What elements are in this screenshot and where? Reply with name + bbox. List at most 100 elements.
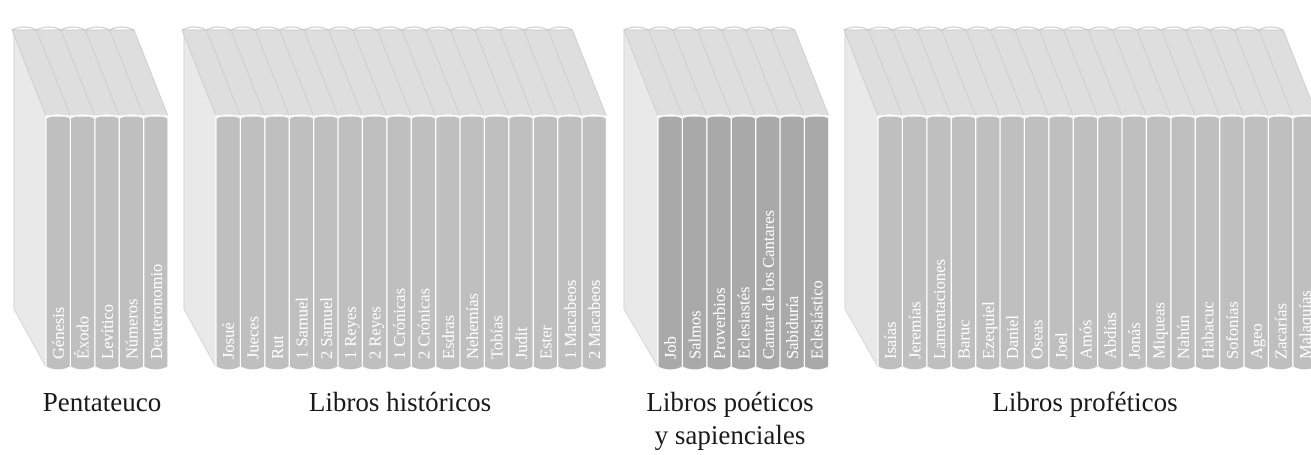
book-top-rim: [843, 26, 869, 31]
book-spine-rim: [657, 114, 683, 119]
book-title-jeremias: Jeremías: [906, 301, 925, 359]
book-spine-rim: [975, 114, 1001, 119]
book-top-rim: [11, 26, 37, 31]
book-daniel: Daniel: [965, 26, 1026, 371]
book-top-rim: [181, 26, 207, 31]
book-spine-rim: [557, 114, 583, 119]
book-top-rim: [498, 26, 524, 31]
book-spine: [877, 115, 903, 371]
book-top-rim: [376, 26, 402, 31]
book-1-samuel: 1 Samuel: [254, 26, 315, 371]
book-title-1-macabeos: 1 Macabeos: [561, 280, 580, 359]
book-spine-rim: [1097, 114, 1123, 119]
book-title-abdias: Abdías: [1101, 312, 1120, 359]
book-spine-rim: [1072, 114, 1098, 119]
book-top-rim: [672, 26, 698, 31]
book-top-rim: [254, 26, 280, 31]
book-title-miqueas: Miqueas: [1150, 302, 1169, 359]
book-spine-rim: [532, 114, 558, 119]
book-malaquias: Malaquías: [1258, 26, 1311, 371]
book-title-genesis: Génesis: [49, 307, 68, 359]
book-title-2-reyes: 2 Reyes: [366, 306, 385, 359]
book-spine-rim: [581, 114, 607, 119]
book-top-rim: [721, 26, 747, 31]
book-title-2-cronicas: 2 Crónicas: [414, 288, 433, 359]
book-spine-rim: [755, 114, 781, 119]
book-spine-rim: [508, 114, 534, 119]
book-title-joel: Joel: [1052, 332, 1071, 359]
book-top-rim: [1160, 26, 1186, 31]
book-top-rim: [770, 26, 796, 31]
book-salmos: Salmos: [647, 26, 708, 371]
book-spine-rim: [1121, 114, 1147, 119]
book-top-rim: [648, 26, 674, 31]
book-top-rim: [36, 26, 62, 31]
book-top-rim: [1185, 26, 1211, 31]
label-pentateuco-text: Pentateuco: [42, 387, 162, 417]
book-joel: Joel: [1014, 26, 1074, 371]
book-top-rim: [303, 26, 329, 31]
book-title-proverbios: Proverbios: [710, 288, 729, 360]
book-ester: Ester: [498, 26, 559, 371]
label-libros-historicos: Libros históricos: [270, 386, 530, 419]
book-lamentaciones: Lamentaciones: [892, 26, 952, 371]
book-isaias: Isaías: [843, 26, 904, 371]
book-title-malaquias: Malaquías: [1296, 290, 1311, 359]
book-spine: [215, 115, 241, 371]
book-eclesiastes: Eclesiastés: [696, 26, 757, 371]
book-title-salmos: Salmos: [686, 310, 705, 359]
book-title-levitico: Levítico: [98, 304, 117, 359]
book-title-isaias: Isaías: [881, 321, 900, 359]
book-top-rim: [401, 26, 427, 31]
book-title-ageo: Ageo: [1247, 323, 1266, 359]
book-genesis: Génesis: [11, 26, 72, 371]
book-title-zacarias: Zacarías: [1272, 303, 1291, 359]
book-spine-rim: [804, 114, 830, 119]
book-spine-rim: [435, 114, 461, 119]
book-top-rim: [745, 26, 771, 31]
book-title-deuteronomio: Deuteronomio: [147, 264, 166, 359]
book-title-eclesiastico: Eclesiástico: [808, 280, 827, 359]
label-libros-profeticos-text: Libros proféticos: [992, 387, 1178, 417]
book-jeremias: Jeremías: [867, 26, 928, 371]
book-title-eclesiastes: Eclesiastés: [734, 287, 753, 359]
book-title-jonas: Jonás: [1125, 322, 1144, 359]
book-title-daniel: Daniel: [1003, 315, 1022, 359]
book-title-cantar-de-los-cantares: Cantar de los Cantares: [759, 210, 778, 359]
book-title-job: Job: [661, 336, 680, 359]
book-title-jueces: Jueces: [244, 316, 263, 359]
book-spine-rim: [999, 114, 1025, 119]
book-job: Job: [623, 26, 684, 371]
book-title-1-cronicas: 1 Crónicas: [390, 288, 409, 359]
book-top-rim: [941, 26, 967, 31]
book-top-rim: [60, 26, 86, 31]
book-spine-rim: [362, 114, 388, 119]
book-spine-rim: [950, 114, 976, 119]
label-libros-poeticos: Libros poéticos y sapienciales: [620, 386, 840, 452]
book-nahun: Nahún: [1136, 26, 1196, 371]
book-title-amos: Amós: [1076, 320, 1095, 359]
book-top-rim: [328, 26, 354, 31]
book-title-2-macabeos: 2 Macabeos: [585, 280, 604, 359]
label-libros-poeticos-line1: Libros poéticos: [646, 387, 814, 417]
book-top-rim: [868, 26, 894, 31]
book-title-2-samuel: 2 Samuel: [317, 297, 336, 359]
book-title-judit: Judit: [512, 326, 531, 359]
book-esdras: Esdras: [400, 26, 461, 371]
book-spine-rim: [386, 114, 412, 119]
book-numeros: Números: [84, 26, 145, 371]
book-top-rim: [474, 26, 500, 31]
book-title-numeros: Números: [122, 299, 141, 360]
book-top-rim: [1063, 26, 1089, 31]
book-top-rim: [450, 26, 476, 31]
book-spine-rim: [1219, 114, 1245, 119]
book-spine-rim: [215, 114, 241, 119]
book-spine-rim: [288, 114, 314, 119]
book-top-rim: [206, 26, 232, 31]
book-top-rim: [1087, 26, 1113, 31]
book-spine-rim: [779, 114, 805, 119]
book-jonas: Jonás: [1087, 26, 1148, 371]
